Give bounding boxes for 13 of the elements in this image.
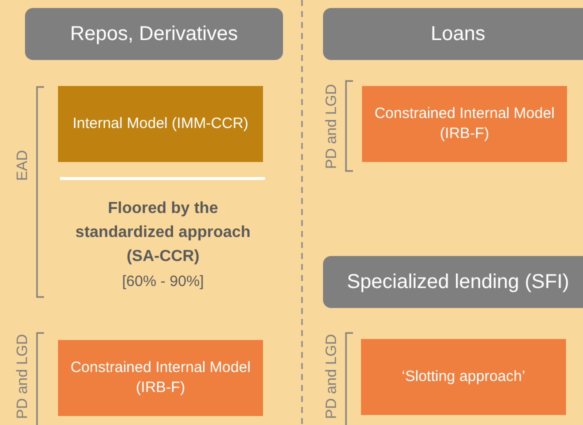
- method-box: Internal Model (IMM-CCR): [58, 86, 263, 162]
- note-text: Floored by the standardized approach (SA-CCR): [74, 199, 252, 267]
- method-box: Constrained Internal Model (IRB-F): [58, 340, 263, 416]
- axis-label: PD and LGD: [323, 334, 340, 420]
- axis-label: PD and LGD: [14, 334, 31, 420]
- section-header: Repos, Derivatives: [25, 8, 283, 60]
- section-header: Specialized lending (SFI): [323, 256, 583, 308]
- method-box: ‘Slotting approach’: [361, 339, 566, 415]
- axis-label: EAD: [14, 150, 31, 181]
- method-box: Constrained Internal Model (IRB-F): [362, 86, 567, 162]
- section-header: Loans: [323, 8, 583, 60]
- axis-label: PD and LGD: [323, 84, 340, 170]
- range-text: [60% - 90%]: [121, 273, 205, 290]
